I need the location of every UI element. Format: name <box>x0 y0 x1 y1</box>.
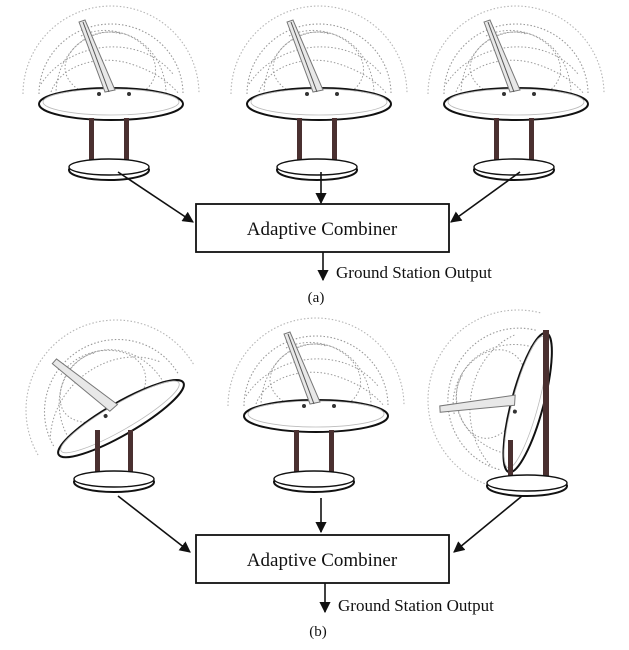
antenna-b-right <box>406 288 568 497</box>
antenna-a-right <box>427 5 605 181</box>
panel-label-b: (b) <box>309 624 327 640</box>
output-label-b: Ground Station Output <box>338 596 494 615</box>
panel-b: Adaptive Combiner Ground Station Output … <box>0 286 568 640</box>
arrow-a-left <box>117 171 194 223</box>
antenna-a-center <box>230 5 408 181</box>
arrow-b-left <box>117 495 191 553</box>
antenna-b-center <box>227 317 405 493</box>
antenna-a-left <box>22 5 200 181</box>
arrow-b-right <box>453 495 523 553</box>
combiner-label-a: Adaptive Combiner <box>247 219 398 240</box>
arrow-a-right <box>450 171 521 223</box>
antenna-b-left <box>0 286 208 493</box>
combiner-label-b: Adaptive Combiner <box>247 550 398 571</box>
panel-a: Adaptive Combiner Ground Station Output … <box>22 5 605 306</box>
output-label-a: Ground Station Output <box>336 263 492 282</box>
combiner-box-b <box>195 534 450 584</box>
panel-label-a: (a) <box>308 290 325 306</box>
